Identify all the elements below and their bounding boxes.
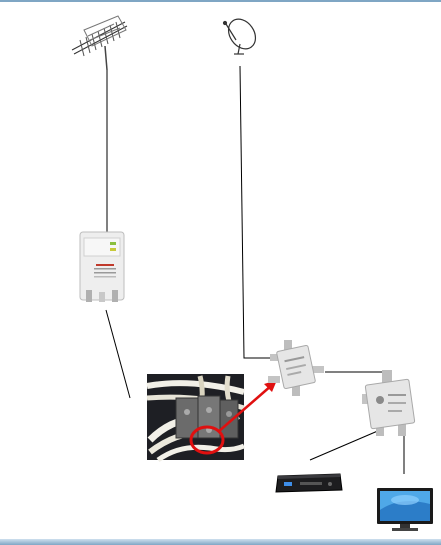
yagi-antenna-icon [71,15,128,71]
satellite-dish-icon [222,18,257,55]
edge-amplifier-photo [105,309,131,399]
window-top-border [0,0,441,2]
window-bottom-border [0,539,441,545]
highlight-circle [189,425,225,455]
wiring-photo-icon [146,374,245,463]
edge-splitter-2-receiver [309,429,381,461]
coax-splitter-icon [362,370,416,436]
television-icon [377,488,433,531]
connectors [105,65,405,474]
coax-splitter-icon [268,340,324,396]
edge-dish-splitter-1 [239,65,273,359]
set-top-box-icon [275,473,343,493]
signal-amplifier-icon [79,231,125,302]
